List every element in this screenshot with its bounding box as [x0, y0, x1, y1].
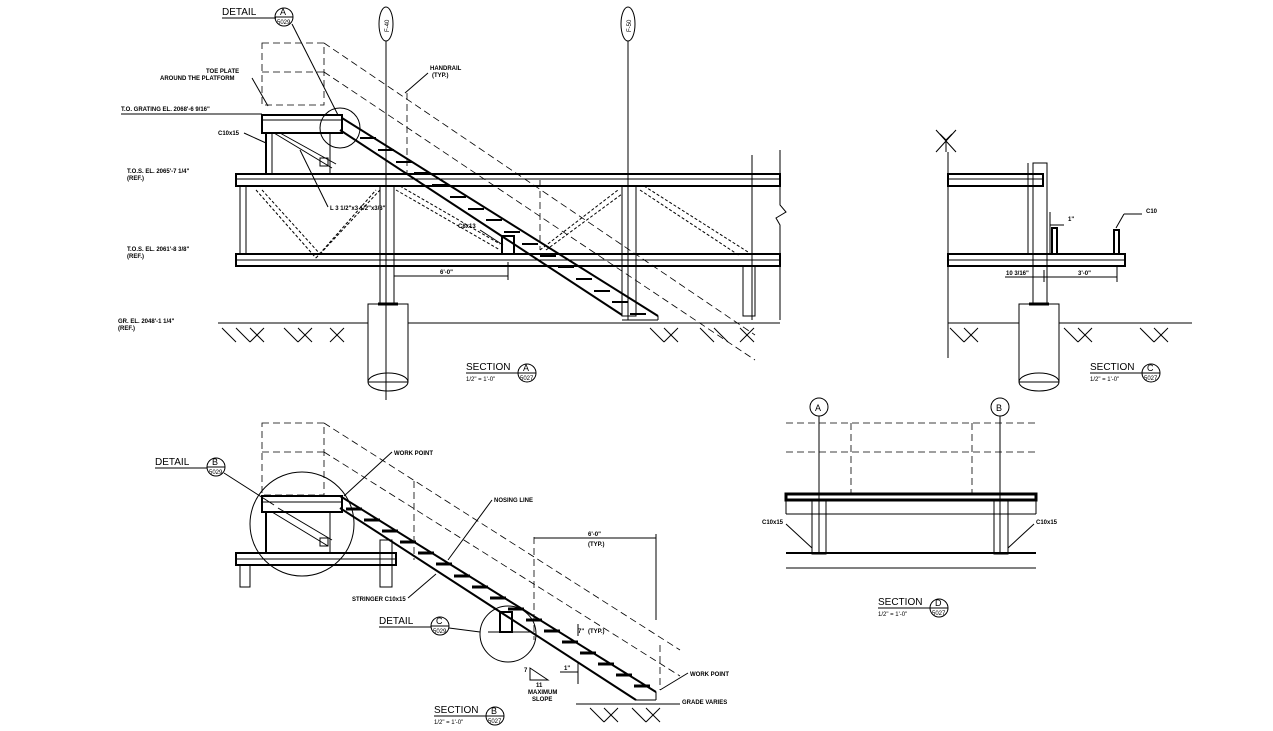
c10x15-platform-label: C10x15 — [218, 131, 240, 137]
section-d-title: SECTION — [878, 597, 922, 608]
grid-label-b: B — [996, 403, 1002, 413]
platform-b — [261, 495, 343, 513]
grade-hatch-section-c — [949, 327, 1169, 343]
handrail-b-top — [323, 422, 681, 651]
platform-grating — [261, 114, 343, 134]
section-c-c10-label: C10 — [1146, 209, 1158, 215]
toe-plate-note-line2: AROUND THE PLATFORM — [160, 76, 235, 82]
section-b-drawing: DETAIL B 5029 WORK POINT — [155, 422, 729, 726]
dim-7-inch: 7" — [578, 629, 584, 635]
detail-b-circle — [249, 471, 355, 577]
max-slope-line2: SLOPE — [532, 697, 552, 703]
to-grating-elevation: T.O. GRATING EL. 2068'-6 9/16" — [121, 107, 210, 113]
toe-plate-note-line1: TOE PLATE — [206, 69, 239, 75]
detail-c-letter: C — [436, 616, 443, 626]
slope-rise: 7 — [524, 668, 528, 674]
tos-upper-ref: (REF.) — [127, 176, 144, 182]
dim-6-0-section-b: 6'-0" — [588, 532, 601, 538]
section-c-scale: 1/2" = 1'-0" — [1090, 377, 1119, 383]
section-a-drawing: DETAIL A 5029 F-40 F-50 HANDRAIL (TYP.) … — [118, 6, 787, 400]
detail-c-label: DETAIL — [379, 616, 414, 627]
section-c-column — [1032, 162, 1048, 305]
grade-elevation-ref: (REF.) — [118, 326, 135, 332]
section-a-letter: A — [523, 363, 529, 373]
grade-elevation: GR. EL. 2048'-1 1/4" — [118, 319, 174, 325]
section-c-dim-1: 1" — [1068, 217, 1074, 223]
work-point-bottom-label: WORK POINT — [690, 672, 729, 678]
grid-label-f50: F-50 — [627, 19, 633, 32]
section-d-column-right — [993, 513, 1009, 555]
detail-c-circle — [479, 605, 537, 663]
section-d-c10x15-left: C10x15 — [762, 520, 784, 526]
detail-b-label: DETAIL — [155, 457, 190, 468]
detail-b-letter: B — [212, 457, 218, 467]
nosing-line-label: NOSING LINE — [494, 498, 533, 504]
tos-upper-elevation: T.O.S. EL. 2065'-7 1/4" — [127, 169, 189, 175]
stair-treads-section-a — [360, 137, 646, 315]
grade-hatch-section-a — [221, 327, 755, 343]
section-b-title: SECTION — [434, 705, 478, 716]
max-slope-line1: MAXIMUM — [528, 690, 557, 696]
section-a-scale: 1/2" = 1'-0" — [466, 377, 495, 383]
upper-beam — [235, 173, 781, 187]
detail-a-sheet: 5029 — [277, 20, 291, 26]
detail-a-circle — [319, 107, 361, 149]
section-d-scale: 1/2" = 1'-0" — [878, 612, 907, 618]
handrail-note-line1: HANDRAIL — [430, 66, 462, 72]
angle-brace-note: L 3 1/2"x3 1/2"x3/8" — [330, 206, 386, 212]
section-d-c10x15-right: C10x15 — [1036, 520, 1058, 526]
detail-a-leader — [291, 23, 339, 116]
c8x13-label: C8x13 — [458, 224, 476, 230]
column-f40 — [379, 185, 395, 305]
section-d-grating — [784, 492, 1038, 502]
section-a-title: SECTION — [466, 362, 510, 373]
slope-run: 11 — [536, 683, 543, 689]
handrail-top-line — [323, 42, 756, 336]
dim-typ-section-b: (TYP.) — [588, 542, 605, 548]
stringer-b-bottom — [339, 507, 637, 701]
handrail-note-line2: (TYP.) — [432, 73, 449, 79]
detail-c-sheet: 5029 — [433, 629, 447, 635]
grade-varies-label: GRADE VARIES — [682, 700, 727, 706]
pier-foundation-a — [367, 303, 409, 383]
grade-hatch-section-b — [589, 707, 661, 723]
section-b-scale: 1/2" = 1'-0" — [434, 720, 463, 726]
stringer-b-top — [339, 495, 657, 693]
detail-a-letter: A — [280, 7, 286, 17]
detail-a-label: DETAIL — [222, 7, 257, 18]
section-c-dim-3-0: 3'-0" — [1078, 271, 1091, 277]
section-d-drawing: A B C10x15 C10x15 SECTION D 5027 1/2" = … — [762, 397, 1058, 618]
section-d-sheet: 5027 — [932, 611, 946, 617]
section-c-dim-10-3-16: 10 3/16" — [1006, 271, 1029, 277]
stair-stringer-bottom — [341, 117, 659, 317]
slope-triangle — [529, 667, 550, 681]
section-b-letter: B — [491, 706, 497, 716]
tos-lower-elevation: T.O.S. EL. 2061'-8 3/8" — [127, 247, 189, 253]
grid-label-f40: F-40 — [385, 19, 391, 32]
grid-label-a: A — [815, 403, 821, 413]
dim-1-inch-b: 1" — [564, 666, 570, 672]
stringer-label: STRINGER C10x15 — [352, 597, 406, 603]
section-c-drawing: 1" C10 10 3/16" 3'-0" SECTION C — [935, 129, 1192, 392]
work-point-top-label: WORK POINT — [394, 451, 433, 457]
stair-stringer-top — [339, 129, 623, 316]
section-c-title: SECTION — [1090, 362, 1134, 373]
section-a-sheet: 5027 — [520, 376, 534, 382]
dim-6-0-section-a: 6'-0" — [440, 270, 453, 276]
section-b-sheet: 5027 — [488, 719, 502, 725]
section-c-sheet: 5027 — [1144, 376, 1158, 382]
cut-mark-c — [935, 129, 957, 153]
tos-lower-ref: (REF.) — [127, 254, 144, 260]
stair-treads-section-b — [346, 507, 650, 688]
section-c-letter: C — [1147, 363, 1154, 373]
detail-b-sheet: 5029 — [209, 470, 223, 476]
pier-foundation-c — [1018, 303, 1060, 383]
column-f50 — [621, 185, 637, 317]
section-d-letter: D — [935, 598, 942, 608]
dim-typ-small: (TYP.) — [588, 629, 605, 635]
